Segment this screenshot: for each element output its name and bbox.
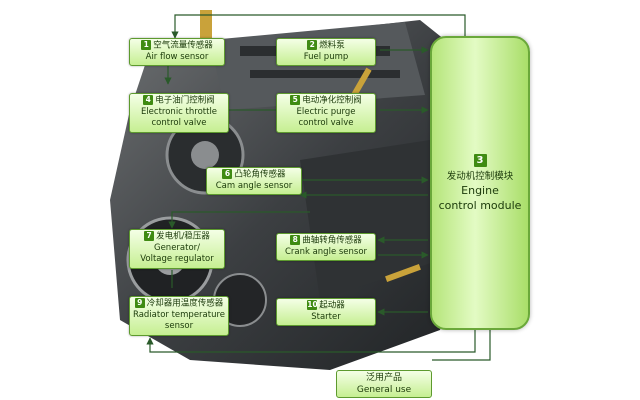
number-badge: 2 bbox=[307, 40, 318, 50]
engine-control-module: 3 发动机控制模块 Engine control module bbox=[430, 36, 530, 330]
general-use-en: General use bbox=[356, 385, 412, 395]
label-cn: 冷却器用温度传感器 bbox=[146, 298, 224, 309]
connector-arrows bbox=[146, 14, 491, 361]
label-en: Crank angle sensor bbox=[284, 246, 368, 257]
general-use-cn: 泛用产品 bbox=[365, 373, 402, 383]
label-en: control valve bbox=[298, 117, 354, 128]
label-en: control valve bbox=[151, 117, 207, 128]
number-badge: 1 bbox=[141, 40, 152, 50]
label-cn: 发电机/稳压器 bbox=[156, 231, 210, 242]
general-use-box: 泛用产品 General use bbox=[336, 370, 432, 398]
label-en: Generator/ bbox=[153, 242, 201, 253]
label-en: Voltage regulator bbox=[140, 253, 214, 264]
label-cn: 电子油门控制阀 bbox=[155, 95, 215, 106]
number-badge: 6 bbox=[222, 169, 233, 179]
label-en: Cam angle sensor bbox=[215, 180, 293, 191]
ecu-label-en-line2: control module bbox=[438, 198, 522, 212]
number-badge: 7 bbox=[144, 231, 155, 241]
label-en: Fuel pump bbox=[303, 51, 349, 62]
number-badge: 10 bbox=[307, 300, 318, 310]
label-cn: 空气流量传感器 bbox=[153, 40, 213, 51]
label-en: Electric purge bbox=[296, 106, 356, 117]
label-cn: 曲轴转角传感器 bbox=[302, 235, 362, 246]
label-en: sensor bbox=[164, 320, 194, 331]
ecu-label-en-line1: Engine bbox=[461, 183, 499, 197]
label-en: Air flow sensor bbox=[145, 51, 209, 62]
number-badge: 8 bbox=[290, 235, 301, 245]
ecu-label-cn: 发动机控制模块 bbox=[446, 170, 514, 182]
label-en: Starter bbox=[311, 311, 341, 322]
label-cn: 电动净化控制阀 bbox=[302, 95, 362, 106]
label-cn: 燃料泵 bbox=[319, 40, 345, 51]
number-badge: 4 bbox=[143, 95, 154, 105]
number-badge: 5 bbox=[290, 95, 301, 105]
label-en: Electronic throttle bbox=[140, 106, 218, 117]
label-en: Radiator temperature bbox=[132, 309, 226, 320]
label-cn: 凸轮角传感器 bbox=[234, 169, 286, 180]
label-cn: 起动器 bbox=[319, 300, 345, 311]
number-badge: 3 bbox=[473, 153, 487, 167]
number-badge: 9 bbox=[134, 298, 145, 308]
